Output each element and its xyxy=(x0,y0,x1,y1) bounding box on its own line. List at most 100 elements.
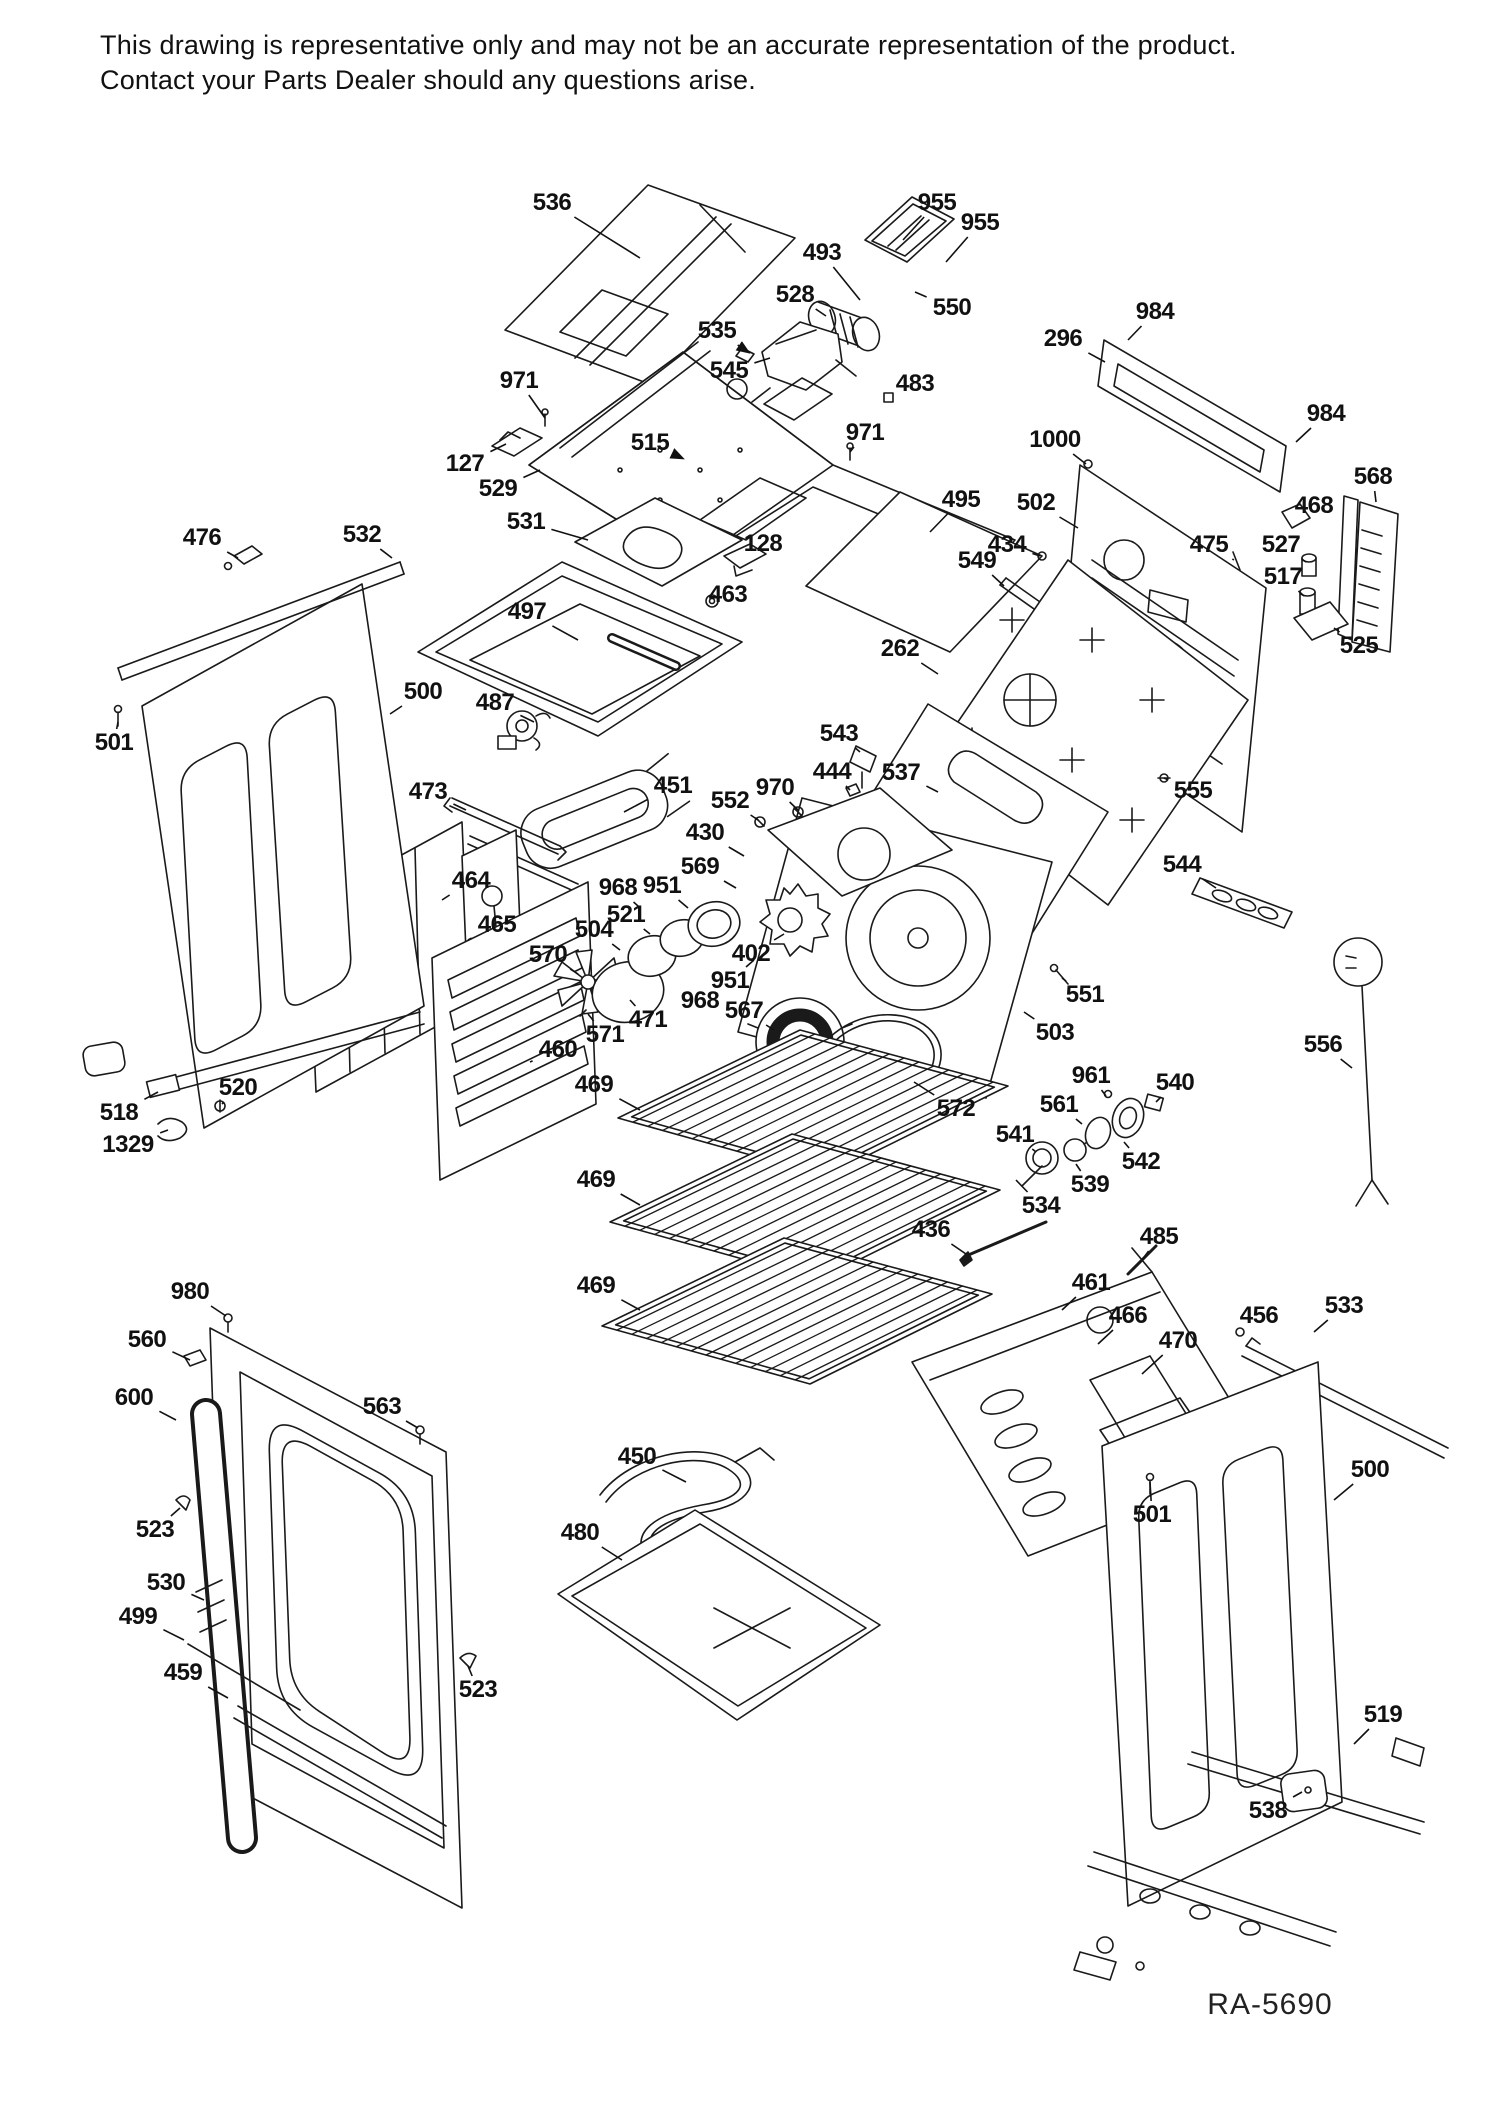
bottom-tray-480-shape xyxy=(557,1509,881,1721)
part-label-533: 533 xyxy=(1324,1292,1364,1319)
leader-line-563 xyxy=(405,1420,419,1429)
part-label-572: 572 xyxy=(936,1095,976,1122)
leader-line-520 xyxy=(221,1101,225,1105)
part-label-961: 961 xyxy=(1071,1062,1111,1089)
part-label-527: 527 xyxy=(1261,531,1301,558)
part-label-475: 475 xyxy=(1189,531,1229,558)
part-label-503: 503 xyxy=(1035,1019,1075,1046)
leader-line-984 xyxy=(1127,325,1143,341)
part-label-561: 561 xyxy=(1039,1091,1079,1118)
part-label-555: 555 xyxy=(1173,777,1213,804)
part-label-570: 570 xyxy=(528,941,568,968)
bracket-128-shape xyxy=(723,543,767,577)
leader-line-493 xyxy=(832,266,861,301)
temperature-probe-shape xyxy=(1333,937,1389,1207)
leader-line-970 xyxy=(789,801,799,811)
leader-line-971 xyxy=(528,394,546,419)
leader-line-534 xyxy=(1015,1179,1029,1193)
part-label-497: 497 xyxy=(507,598,547,625)
part-label-540: 540 xyxy=(1155,1069,1195,1096)
leader-line-499 xyxy=(163,1628,185,1641)
left-side-panel-shape xyxy=(82,545,425,1142)
leader-line-951 xyxy=(678,899,689,909)
part-label-499: 499 xyxy=(118,1603,158,1630)
right-side-panel-shape xyxy=(1073,1361,1425,1981)
part-label-517: 517 xyxy=(1263,563,1303,590)
part-label-528: 528 xyxy=(775,281,815,308)
part-label-519: 519 xyxy=(1363,1701,1403,1728)
leader-line-968 xyxy=(717,983,723,988)
part-label-485: 485 xyxy=(1139,1223,1179,1250)
leader-line-1329 xyxy=(159,1129,169,1134)
part-label-541: 541 xyxy=(995,1121,1035,1148)
leader-line-539 xyxy=(1075,1163,1082,1172)
part-label-434: 434 xyxy=(987,531,1027,558)
part-label-487: 487 xyxy=(475,689,515,716)
disclaimer-line-1: This drawing is representative only and … xyxy=(100,30,1237,60)
leader-line-567 xyxy=(765,1024,775,1031)
disclaimer-text: This drawing is representative only and … xyxy=(100,28,1300,98)
leader-line-968 xyxy=(633,901,639,907)
leader-line-551 xyxy=(1061,977,1067,982)
leader-line-402 xyxy=(773,933,785,941)
part-label-532: 532 xyxy=(342,521,382,548)
leader-line-980 xyxy=(210,1305,227,1317)
leader-line-531 xyxy=(551,528,589,541)
leader-line-430 xyxy=(728,846,745,857)
leader-line-476 xyxy=(226,551,239,559)
leader-line-521 xyxy=(643,928,651,935)
part-label-473: 473 xyxy=(408,778,448,805)
part-label-560: 560 xyxy=(127,1326,167,1353)
leader-line-523 xyxy=(467,1665,473,1677)
leader-line-571 xyxy=(587,1013,595,1022)
part-label-523: 523 xyxy=(458,1676,498,1703)
leader-line-530 xyxy=(191,1593,205,1601)
leader-line-1000 xyxy=(1072,453,1087,465)
leader-line-451 xyxy=(623,798,648,813)
part-label-542: 542 xyxy=(1121,1148,1161,1175)
strip-533-shape xyxy=(1235,1327,1449,1459)
part-label-525: 525 xyxy=(1339,632,1379,659)
part-label-550: 550 xyxy=(932,294,972,321)
leader-line-473 xyxy=(453,803,467,811)
leader-line-515 xyxy=(669,448,685,460)
part-label-563: 563 xyxy=(362,1393,402,1420)
disclaimer-line-2: Contact your Parts Dealer should any que… xyxy=(100,65,756,95)
broiler-pan-497-shape xyxy=(417,561,743,737)
leader-line-568 xyxy=(1373,490,1377,503)
part-label-469: 469 xyxy=(576,1166,616,1193)
leader-line-501 xyxy=(115,721,119,730)
vent-trim-568-shape xyxy=(1337,495,1399,653)
mid-right-fasteners xyxy=(849,745,1293,985)
leader-line-527 xyxy=(1301,558,1307,563)
part-label-471: 471 xyxy=(628,1006,668,1033)
part-label-476: 476 xyxy=(182,524,222,551)
part-label-500: 500 xyxy=(403,678,443,705)
leader-line-570 xyxy=(569,968,579,975)
leader-line-434 xyxy=(1032,552,1041,557)
leader-line-961 xyxy=(1100,1089,1107,1097)
vent-duct-shape xyxy=(751,321,857,403)
part-label-504: 504 xyxy=(574,916,614,943)
leader-line-984 xyxy=(1295,427,1312,443)
part-label-971: 971 xyxy=(845,419,885,446)
leader-line-470 xyxy=(1141,1354,1164,1375)
part-label-296: 296 xyxy=(1043,325,1083,352)
part-label-464: 464 xyxy=(451,867,491,894)
part-label-567: 567 xyxy=(724,997,764,1024)
bracket-127-shape xyxy=(491,427,543,457)
part-label-538: 538 xyxy=(1248,1797,1288,1824)
leader-line-466 xyxy=(1097,1329,1114,1345)
fan-motor-487-shape xyxy=(497,710,551,751)
leader-line-497 xyxy=(552,625,579,641)
part-label-500: 500 xyxy=(1350,1456,1390,1483)
part-label-531: 531 xyxy=(506,508,546,535)
leader-line-518 xyxy=(144,1091,159,1101)
drawing-reference-number: RA-5690 xyxy=(1207,1988,1333,2021)
leader-line-572 xyxy=(913,1081,935,1096)
part-label-459: 459 xyxy=(163,1659,203,1686)
leader-line-955 xyxy=(902,216,925,241)
part-label-955: 955 xyxy=(917,189,957,216)
leader-line-529 xyxy=(523,469,541,479)
part-label-537: 537 xyxy=(881,759,921,786)
